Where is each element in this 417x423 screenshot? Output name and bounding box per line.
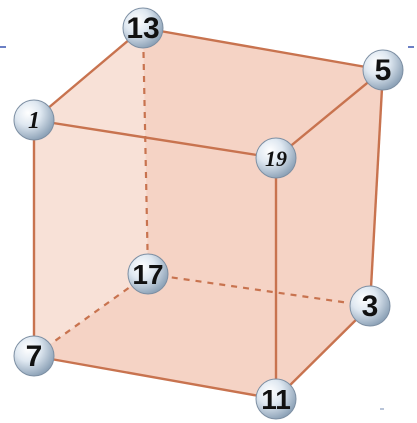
vertex-label-front-bottom-right: 11: [261, 384, 291, 415]
vertex-label-front-top-left: 1: [28, 108, 40, 134]
vertex-label-back-top-right: 5: [375, 54, 392, 87]
vertex-label-back-top-left: 13: [126, 12, 159, 45]
cube-faces: [34, 28, 383, 399]
vertex-ball-17: [127, 253, 169, 295]
edge-7-11: [33, 354, 277, 401]
vertex-labels: 13 5 1 19 17 3 7 11: [26, 12, 392, 415]
top-face: [34, 28, 383, 158]
vertex-label-back-bottom-left: 17: [132, 259, 163, 290]
edge-13-17: [141, 27, 150, 275]
vertex-label-back-bottom-right: 3: [362, 290, 379, 323]
vertex-ball-19: [255, 137, 297, 179]
vertex-ball-1: [13, 99, 55, 141]
vertex-label-front-top-right: 19: [265, 146, 287, 171]
edge-mark-left: [0, 46, 6, 48]
vertex-label-front-bottom-left: 7: [26, 340, 43, 373]
edge-mark-bottom: [380, 408, 384, 410]
hidden-edges: [33, 27, 371, 357]
vertex-balls: [13, 7, 404, 420]
vertex-ball-3: [349, 285, 391, 327]
vertex-ball-5: [362, 49, 404, 91]
vertex-ball-7: [13, 335, 55, 377]
edge-3-11: [275, 305, 371, 400]
edge-1-13: [33, 27, 144, 121]
edge-17-3: [147, 272, 371, 308]
vertex-ball-11: [255, 378, 297, 420]
edge-1-19: [33, 118, 277, 160]
edge-mark-right: [408, 46, 414, 48]
edge-13-5: [142, 26, 384, 72]
edge-5-3: [368, 69, 385, 307]
vertex-ball-13: [122, 7, 164, 49]
edge-5-19: [275, 69, 384, 159]
visible-edges: [32, 26, 385, 401]
